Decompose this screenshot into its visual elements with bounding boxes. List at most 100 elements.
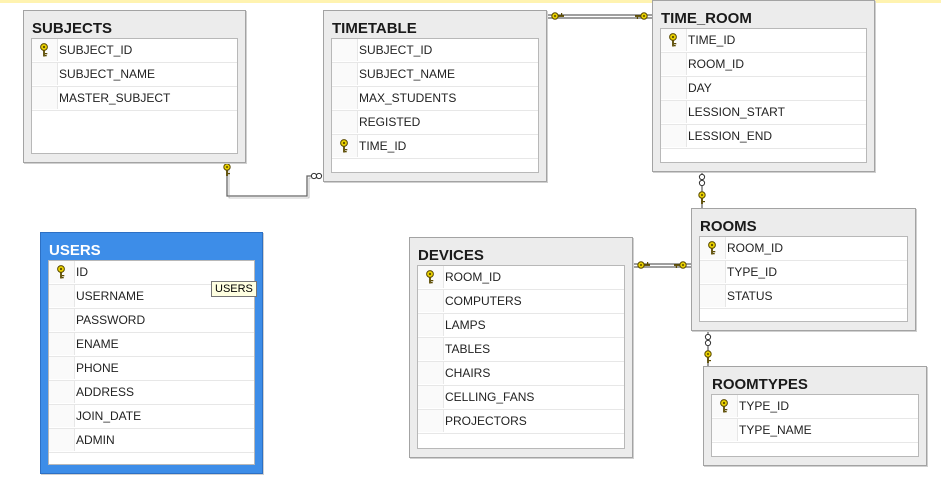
window-top-edge [0,0,941,3]
column-row[interactable]: JOIN_DATE [49,405,254,429]
row-selector[interactable] [418,290,444,312]
column-row[interactable]: TABLES [418,338,624,362]
column-row[interactable]: SUBJECT_NAME [332,63,538,87]
relationship-subjects-timetable[interactable] [223,163,323,199]
column-list: SUBJECT_ID SUBJECT_NAME MASTER_SUBJECT [31,38,238,154]
primary-key-icon [720,399,728,413]
column-row[interactable]: USERNAME [49,285,254,309]
column-row[interactable]: ROOM_ID [661,53,866,77]
column-row[interactable]: CHAIRS [418,362,624,386]
key-end-icon [698,191,706,205]
primary-key-column[interactable]: ROOM_ID [700,237,907,261]
column-row[interactable]: PHONE [49,357,254,381]
column-row[interactable]: CELLING_FANS [418,386,624,410]
column-name: TYPE_NAME [739,423,812,437]
row-selector[interactable] [49,405,75,427]
row-selector[interactable] [661,101,687,123]
row-selector[interactable] [700,261,726,283]
column-row[interactable]: ADMIN [49,429,254,453]
row-selector[interactable] [332,87,358,109]
row-selector[interactable] [418,362,444,384]
row-selector[interactable] [418,386,444,408]
primary-key-column[interactable]: TIME_ID [332,135,538,159]
row-selector[interactable] [661,125,687,147]
primary-key-icon [340,139,348,153]
primary-key-icon [57,265,65,279]
row-selector[interactable] [700,285,726,307]
column-name: TYPE_ID [727,265,778,279]
column-name: SUBJECT_NAME [359,67,456,81]
column-name: TYPE_ID [739,399,790,413]
table-title: DEVICES [418,247,484,264]
column-row[interactable]: ADDRESS [49,381,254,405]
column-row[interactable]: PASSWORD [49,309,254,333]
table-title: ROOMTYPES [712,376,808,393]
column-row[interactable]: SUBJECT_NAME [32,63,237,87]
table-rooms[interactable]: ROOMS ROOM_ID TYPE_ID STATUS [691,208,916,331]
table-title: SUBJECTS [32,20,113,37]
column-row[interactable]: LESSION_START [661,101,866,125]
row-selector[interactable] [32,63,58,85]
column-name: USERNAME [76,289,145,303]
row-selector[interactable] [49,309,75,331]
column-name: DAY [688,81,712,95]
row-selector[interactable] [32,87,58,109]
column-row[interactable]: DAY [661,77,866,101]
primary-key-column[interactable]: ROOM_ID [418,266,624,290]
relationship-timeroom-timetable[interactable] [547,12,652,20]
column-row[interactable]: PROJECTORS [418,410,624,434]
relationship-roomtypes-rooms[interactable] [704,331,712,366]
column-row[interactable]: STATUS [700,285,907,309]
row-selector[interactable] [332,111,358,133]
table-subjects[interactable]: SUBJECTS SUBJECT_ID SUBJECT_NAME MASTER_SU… [23,10,246,163]
column-row[interactable]: SUBJECT_ID [332,39,538,63]
column-list: TYPE_ID TYPE_NAME [711,394,919,457]
row-selector[interactable] [712,419,738,441]
row-selector[interactable] [49,333,75,355]
column-row[interactable]: LESSION_END [661,125,866,149]
row-selector[interactable] [418,314,444,336]
row-selector[interactable] [49,357,75,379]
column-name: ENAME [76,337,119,351]
column-name: ROOM_ID [727,241,784,255]
row-selector[interactable] [49,429,75,451]
table-timetable[interactable]: TIMETABLE SUBJECT_ID SUBJECT_NAME MAX_STUD… [323,10,547,182]
relationship-rooms-timeroom[interactable] [698,172,706,208]
row-selector[interactable] [49,285,75,307]
row-selector[interactable] [418,410,444,432]
column-name: LESSION_END [688,129,773,143]
primary-key-column[interactable]: TIME_ID [661,29,866,53]
column-row[interactable]: COMPUTERS [418,290,624,314]
primary-key-column[interactable]: TYPE_ID [712,395,918,419]
primary-key-column[interactable]: SUBJECT_ID [32,39,237,63]
row-selector[interactable] [661,77,687,99]
primary-key-column[interactable]: ID [49,261,254,285]
infinity-end-icon [310,172,318,180]
column-name: MASTER_SUBJECT [59,91,171,105]
table-title: ROOMS [700,218,757,235]
column-name: SUBJECT_ID [59,43,133,57]
row-selector[interactable] [661,53,687,75]
column-row[interactable]: TYPE_NAME [712,419,918,443]
row-selector[interactable] [332,39,358,61]
column-name: PROJECTORS [445,414,527,428]
column-row[interactable]: ENAME [49,333,254,357]
table-roomtypes[interactable]: ROOMTYPES TYPE_ID TYPE_NAME [703,366,927,466]
column-row[interactable]: REGISTED [332,111,538,135]
table-title: TIMETABLE [332,20,417,37]
row-selector[interactable] [49,381,75,403]
column-row[interactable]: MASTER_SUBJECT [32,87,237,111]
relationship-rooms-devices[interactable] [633,261,691,269]
row-selector[interactable] [418,338,444,360]
column-row[interactable]: MAX_STUDENTS [332,87,538,111]
column-name: PASSWORD [76,313,146,327]
column-row[interactable]: LAMPS [418,314,624,338]
key-end-icon [704,350,712,364]
row-selector[interactable] [332,63,358,85]
column-row[interactable]: TYPE_ID [700,261,907,285]
